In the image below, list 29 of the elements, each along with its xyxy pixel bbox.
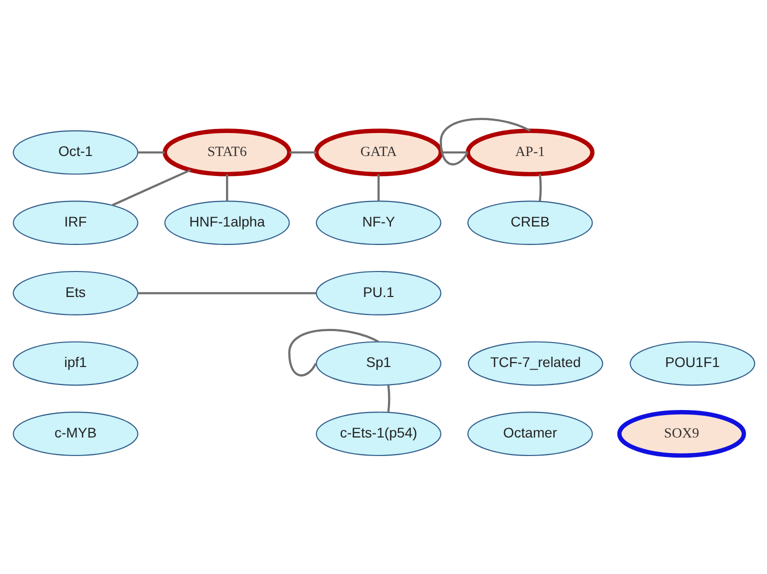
node-ellipse: AP-1 [465, 128, 594, 176]
node-ellipse: Sp1 [315, 341, 441, 386]
node-ellipse: Ets [12, 270, 138, 316]
node-ellipse: ipf1 [12, 341, 138, 386]
connector [439, 118, 530, 166]
node-ellipse: PU.1 [315, 270, 441, 316]
node-ellipse: IRF [12, 200, 138, 245]
node-ellipse: CREB [466, 200, 592, 245]
connector [288, 328, 379, 376]
node-ellipse: c-MYB [12, 412, 138, 456]
connector [138, 292, 316, 294]
node-ellipse: NF-Y [315, 200, 441, 245]
connector [377, 174, 380, 202]
node-ellipse: TCF-7_related [467, 341, 603, 386]
connector [226, 174, 228, 202]
connector [538, 174, 542, 202]
connector [386, 384, 390, 412]
node-ellipse: c-Ets-1(p54) [315, 412, 441, 456]
node-ellipse: POU1F1 [629, 341, 755, 386]
connector [289, 151, 316, 154]
node-ellipse: STAT6 [162, 128, 291, 176]
node-ellipse: Oct-1 [12, 130, 138, 175]
node-ellipse: HNF-1alpha [164, 200, 290, 245]
connector [111, 169, 190, 206]
node-ellipse: GATA [314, 128, 442, 176]
connector [138, 151, 164, 154]
connector [440, 151, 468, 154]
node-ellipse: Octamer [466, 412, 592, 456]
node-ellipse: SOX9 [616, 410, 746, 458]
